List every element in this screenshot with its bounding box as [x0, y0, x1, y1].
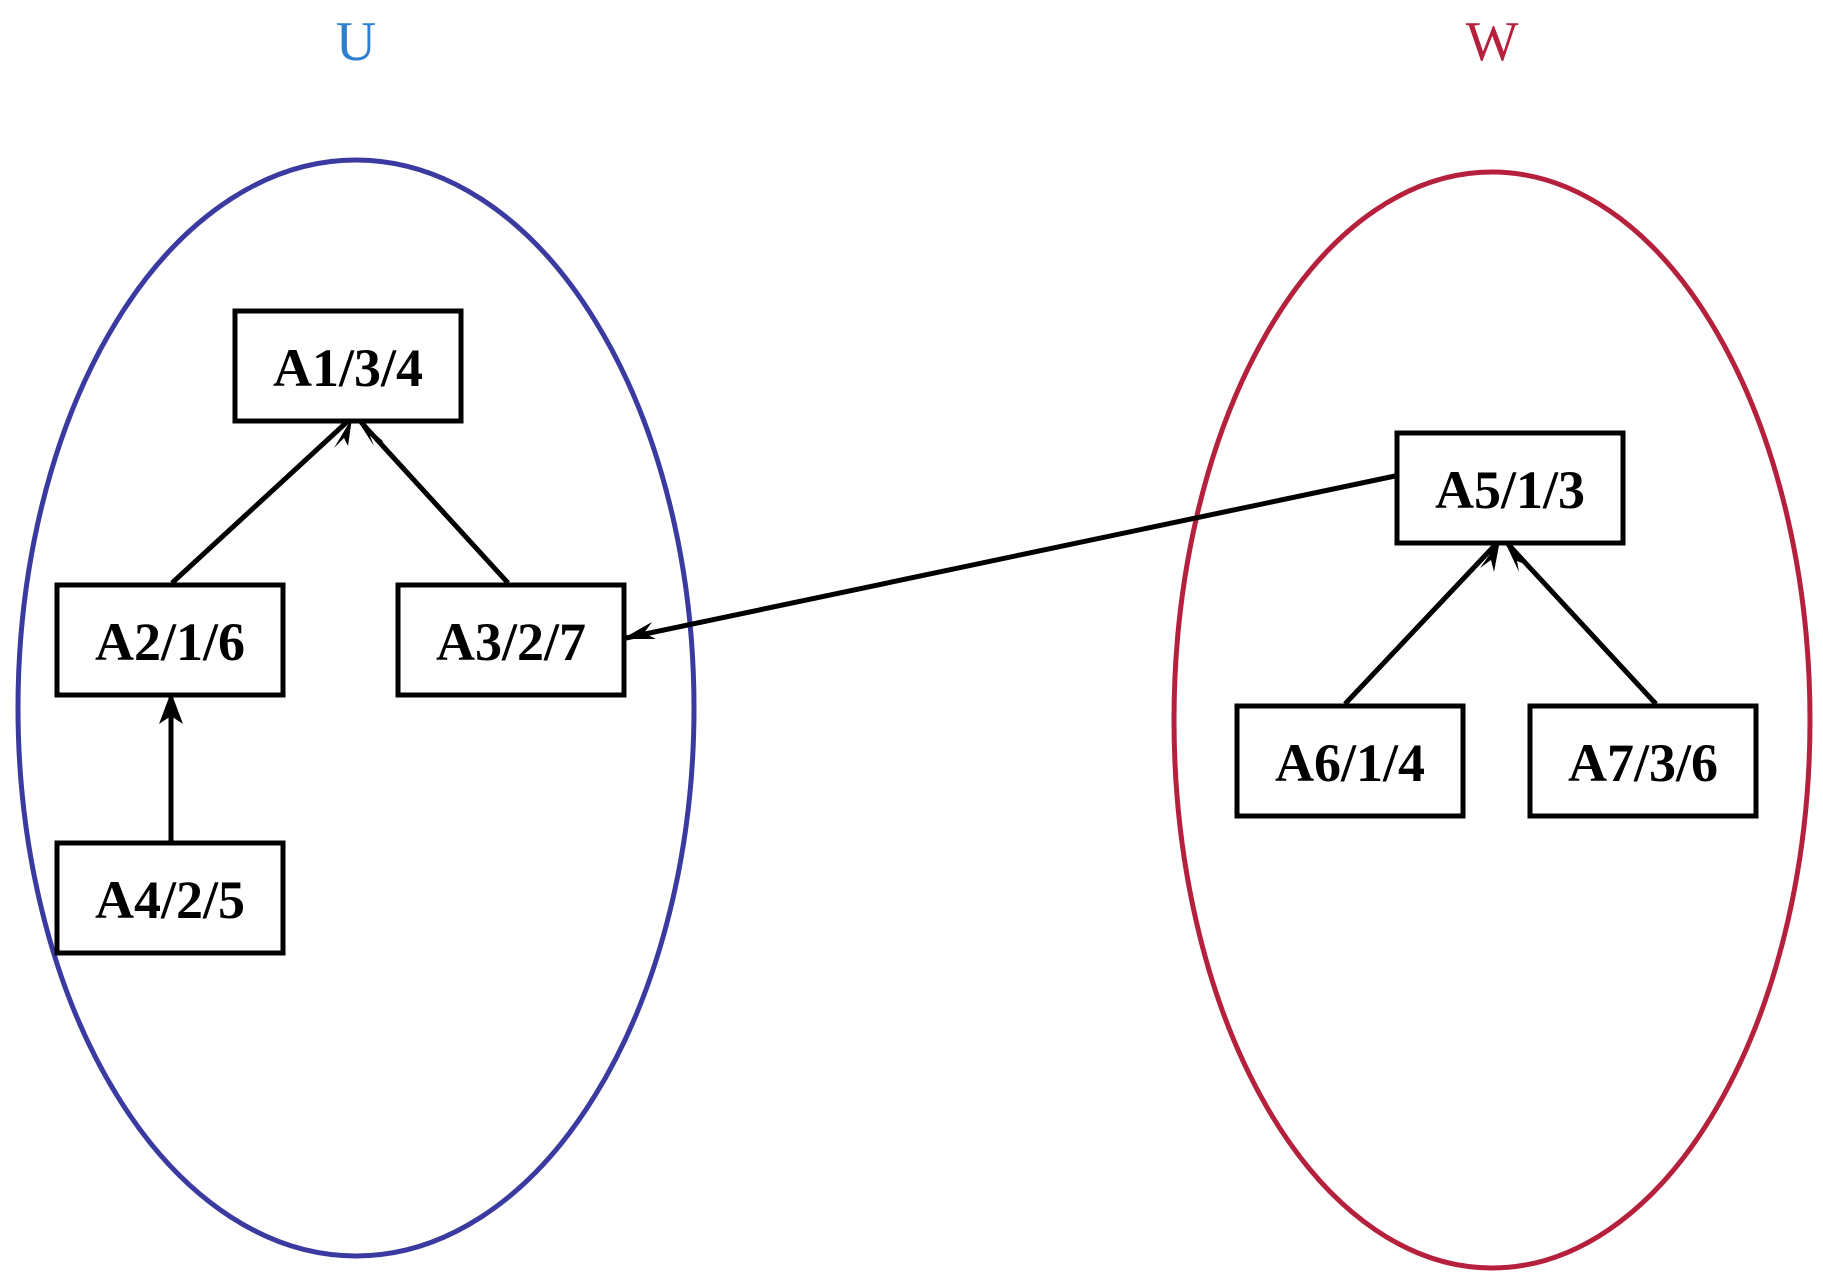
node-a2: A2/1/6: [54, 582, 286, 698]
edge-a5-to-a3: [625, 473, 1396, 641]
group-w-label: W: [1466, 11, 1519, 73]
nodes: A1/3/4 A2/1/6 A3/2/7 A4/2/5 A5/1/3 A6/1/…: [54, 308, 1759, 956]
node-a3-box: [395, 582, 627, 698]
node-a2-label: A2/1/6: [95, 612, 245, 672]
node-a4-box: [54, 840, 286, 956]
group-u-boundary: [15, 157, 697, 1259]
edges: [168, 419, 1658, 841]
arrowhead-a2-a1: [334, 418, 352, 448]
node-a2-box: [54, 582, 286, 698]
group-u: U: [15, 11, 697, 1259]
arrowhead-a5-a3: [622, 622, 656, 639]
edge-a6-to-a5: [1343, 541, 1499, 706]
node-a6-label: A6/1/4: [1275, 733, 1425, 793]
edge-a3-to-a1: [358, 419, 510, 585]
node-a3-label: A3/2/7: [436, 612, 586, 672]
arrowhead-a7-a5: [1504, 540, 1530, 572]
node-a7: A7/3/6: [1527, 703, 1759, 819]
node-a7-label: A7/3/6: [1568, 733, 1718, 793]
group-w-boundary: [1171, 169, 1813, 1271]
edge-a7-to-a5: [1505, 541, 1658, 706]
node-a3: A3/2/7: [395, 582, 627, 698]
node-a4: A4/2/5: [54, 840, 286, 956]
node-a6-box: [1234, 703, 1466, 819]
node-a6: A6/1/4: [1234, 703, 1466, 819]
group-u-label: U: [336, 11, 376, 73]
edge-a2-to-a1: [170, 419, 350, 585]
node-a1: A1/3/4: [232, 308, 464, 424]
node-a1-box: [232, 308, 464, 424]
arrowhead-a6-a5: [1480, 540, 1500, 572]
node-a4-label: A4/2/5: [95, 870, 245, 930]
node-a1-label: A1/3/4: [273, 338, 423, 398]
arrowhead-a3-a1: [356, 418, 384, 446]
node-a5-box: [1394, 430, 1626, 546]
arrowhead-a4-a2: [159, 692, 183, 724]
group-w: W: [1171, 11, 1813, 1271]
node-a5: A5/1/3: [1394, 430, 1626, 546]
node-a5-label: A5/1/3: [1435, 460, 1585, 520]
node-a7-box: [1527, 703, 1759, 819]
arrowheads: [159, 418, 1530, 724]
